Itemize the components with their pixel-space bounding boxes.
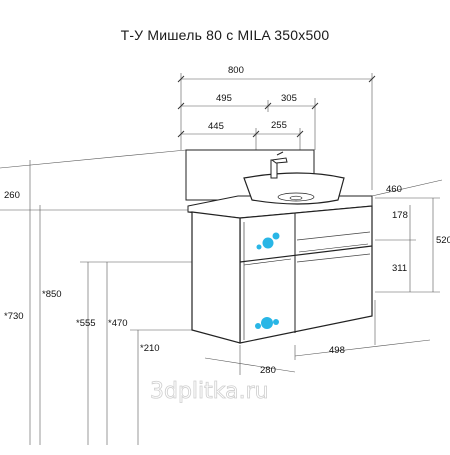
dim-305: 305 [281,93,297,104]
dim-311: 311 [392,263,407,274]
watermark-text: 3dplitka.ru [150,379,269,404]
drawer-divider-horizontal [239,245,373,263]
dim-520: 520 [436,235,450,246]
dim-255: 255 [271,120,287,131]
dim-730: *730 [4,311,24,322]
dim-850: *850 [42,289,62,300]
faucet [270,151,288,179]
dim-445: 445 [208,121,224,132]
lower-handle [296,253,371,263]
dim-210: *210 [140,343,160,354]
diagram-title: Т-У Мишель 80 с MILA 350x500 [120,27,330,43]
dim-800: 800 [228,65,244,76]
dim-280: 280 [260,365,276,376]
dim-260: 260 [4,190,20,201]
dimension-labels: 800 495 305 445 255 460 520 178 311 260 … [4,65,450,376]
cabinet-front [239,205,373,344]
decor-circles [255,232,280,329]
dim-178: 178 [392,210,408,221]
dim-555: *555 [76,318,96,329]
dim-498: 498 [329,345,345,356]
dim-460: 460 [386,184,402,195]
dim-495: 495 [216,93,232,104]
cabinet-side [191,211,241,344]
dim-470: *470 [108,318,128,329]
dimension-ticks [177,75,376,138]
basin [243,172,345,205]
upper-handle [296,231,371,241]
